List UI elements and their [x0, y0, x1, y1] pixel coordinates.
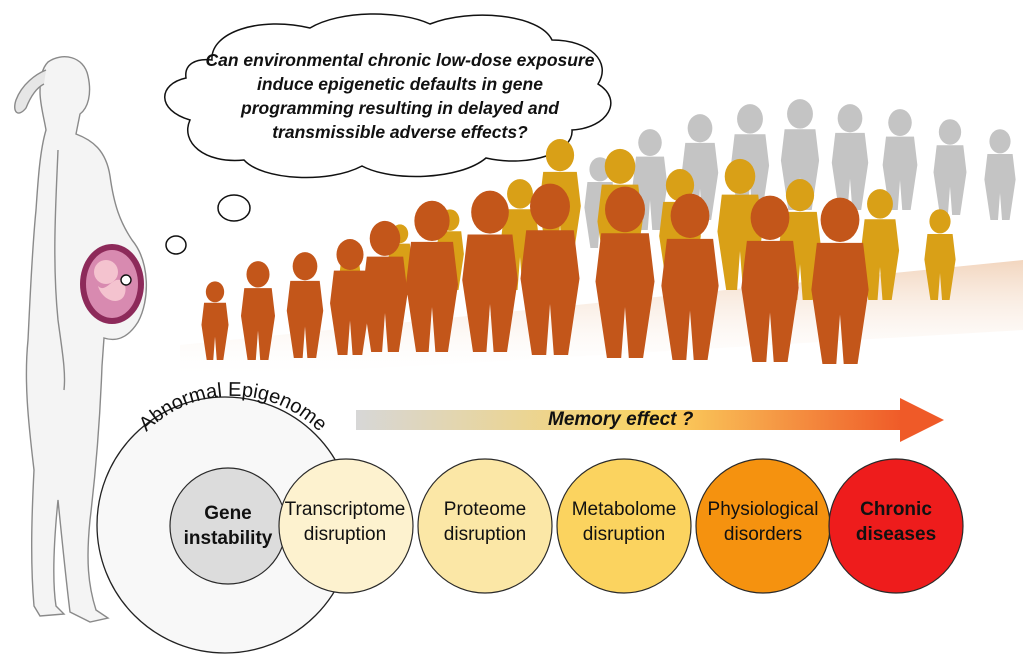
aging-person [811, 197, 869, 364]
middle-person [860, 189, 900, 300]
transcriptome-circle [278, 458, 414, 594]
aging-person [240, 261, 276, 360]
aging-person [595, 186, 655, 358]
chronic-diseases-circle [828, 458, 964, 594]
metabolome-circle [556, 458, 692, 594]
aging-person [201, 281, 229, 360]
pregnant-woman-figure [14, 56, 147, 623]
aging-person [520, 183, 580, 355]
fetus-icon [80, 244, 144, 324]
proteome-circle [417, 458, 553, 594]
background-person [882, 109, 918, 210]
thought-question: Can environmental chronic low-dose expos… [205, 50, 595, 142]
aging-person [405, 200, 459, 352]
aging-person [462, 190, 518, 352]
memory-effect-arrow [356, 398, 944, 442]
middle-person [924, 209, 956, 300]
cascade-circles [169, 458, 964, 594]
background-person [933, 119, 967, 215]
aging-person [661, 193, 719, 360]
background-person [984, 129, 1016, 220]
memory-effect-label: Memory effect ? [548, 409, 694, 430]
aging-person [741, 195, 799, 362]
aging-person [286, 252, 324, 358]
aging-silhouettes [201, 183, 869, 364]
aging-person [330, 239, 370, 355]
background-person [831, 104, 869, 210]
aging-person [362, 220, 408, 352]
